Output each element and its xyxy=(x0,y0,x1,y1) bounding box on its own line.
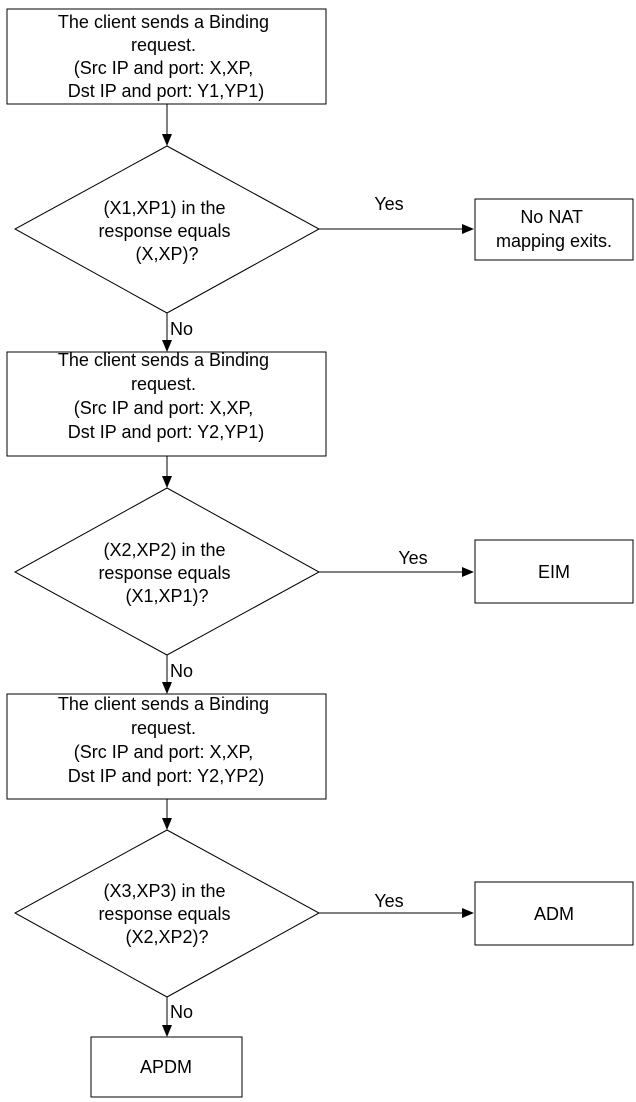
result-box-apdm xyxy=(90,1036,243,1098)
result-text-no-nat: No NAT mapping exits. xyxy=(496,207,612,251)
arrow-head xyxy=(162,1025,172,1037)
edge-label-no-1: No xyxy=(170,319,193,339)
result-text-adm: ADM xyxy=(534,904,574,924)
arrow-head xyxy=(162,134,172,146)
result-box-eim xyxy=(474,539,634,604)
process-text-request-3: The client sends a Binding request. (Src… xyxy=(58,694,274,786)
arrow-head xyxy=(162,340,172,352)
decision-text-1: (X1,XP1) in the response equals (X,XP)? xyxy=(98,198,235,264)
edge-label-yes-1: Yes xyxy=(374,194,403,214)
result-box-adm xyxy=(474,881,634,946)
arrow-head xyxy=(162,818,172,830)
result-box-no-nat xyxy=(474,198,634,261)
decision-text-2: (X2,XP2) in the response equals (X1,XP1)… xyxy=(98,540,235,606)
arrow-head xyxy=(162,476,172,488)
decision-diamond-1 xyxy=(13,145,321,314)
edge-label-no-3: No xyxy=(170,1002,193,1022)
process-box-request-3 xyxy=(6,693,327,800)
process-text-request-2: The client sends a Binding request. (Src… xyxy=(58,350,274,442)
result-text-eim: EIM xyxy=(538,562,570,582)
process-text-request-1: The client sends a Binding request. (Src… xyxy=(58,12,274,101)
edge-label-no-2: No xyxy=(170,661,193,681)
edge-label-yes-3: Yes xyxy=(374,891,403,911)
arrow-head xyxy=(162,682,172,694)
process-box-request-2 xyxy=(6,351,327,457)
decision-diamond-3 xyxy=(13,829,321,998)
decision-diamond-2 xyxy=(13,487,321,656)
arrow-head xyxy=(462,567,474,577)
arrow-head xyxy=(462,908,474,918)
decision-text-3: (X3,XP3) in the response equals (X2,XP2)… xyxy=(98,881,235,947)
edge-label-yes-2: Yes xyxy=(398,548,427,568)
result-text-apdm: APDM xyxy=(140,1057,192,1077)
arrow-head xyxy=(462,224,474,234)
process-box-request-1 xyxy=(6,8,327,105)
